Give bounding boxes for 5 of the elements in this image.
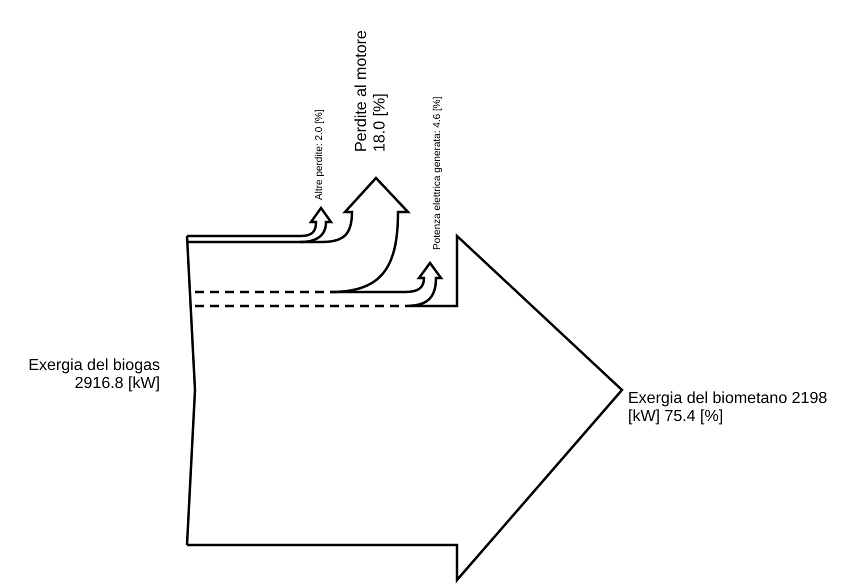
flow-label: Exergia del biogas 2916.8 [kW]	[27, 357, 160, 394]
flow-label: Altre perdite: 2.0 [%]	[314, 108, 326, 200]
flow-label: Potenza elettrica generata: 4.6 [%]	[432, 96, 444, 250]
flow-label: Exergia del biometano 2198 [kW] 75.4 [%]	[628, 390, 828, 427]
flow-label: Perdite al motore 18.0 [%]	[353, 29, 390, 152]
